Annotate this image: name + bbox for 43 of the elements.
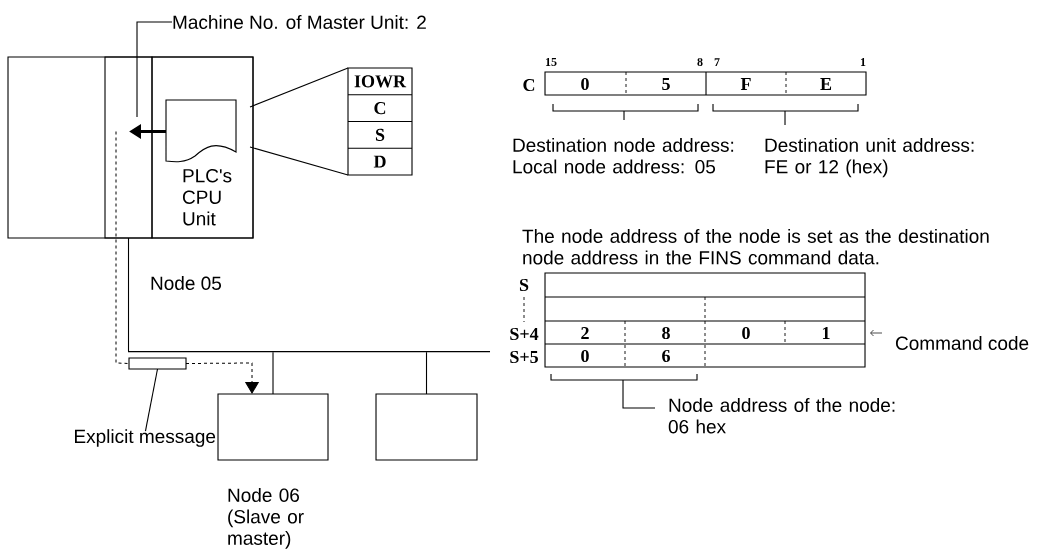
table-cell: 0 [581,77,589,91]
network-line [128,351,490,353]
table-label: C [523,78,535,92]
table-label: S+4 [510,327,539,341]
network-line [272,351,274,395]
message-arrow [185,362,259,394]
bit-number: 1 [860,58,866,66]
bit-number: 15 [545,57,557,66]
table-cell: E [820,78,832,90]
leader-line [136,21,173,118]
table-cell: 0 [742,326,750,340]
callout-text: Node address of the node: 06 hex [668,398,895,434]
message-packet [128,357,187,370]
table-cell: F [740,78,751,90]
zoom-line [249,146,349,176]
table-label: S [519,278,529,292]
callout-text: Command code [895,336,1029,350]
zoom-line [249,67,349,108]
document-icon [165,99,237,163]
table-label: S+5 [510,350,538,364]
bit-number: 8 [697,57,703,66]
table-cell: 6 [662,349,670,363]
leader-line [144,368,159,432]
callout-text: Explicit message [75,429,216,447]
table-cell: 8 [662,326,670,340]
master-unit [104,56,153,239]
slave-box [375,393,478,461]
instruction-table: IOWR C S D [347,67,413,176]
network-line [127,237,130,352]
network-line [425,351,428,395]
bit-number: 7 [714,58,720,66]
table-cell: 2 [581,327,589,339]
field-description: Destination unit address: FE or 12 (hex) [765,138,974,178]
table-cell: 1 [822,327,830,339]
table-cell: 0 [581,349,589,363]
dashed-line [115,131,130,364]
callout-text: Machine No. of Master Unit: 2 [173,15,426,29]
node-caption: Node 05 [151,276,221,290]
cpu-unit: PLC's CPU Unit [151,56,254,239]
field-description: Destination node address: Local node address: 05 [513,138,734,174]
note-text: The node address of the node is set as the destination node address in the FINS command data. [522,229,989,265]
node-caption: Node 06 (Slave or master) [228,488,304,549]
table-cell: 5 [662,78,670,90]
